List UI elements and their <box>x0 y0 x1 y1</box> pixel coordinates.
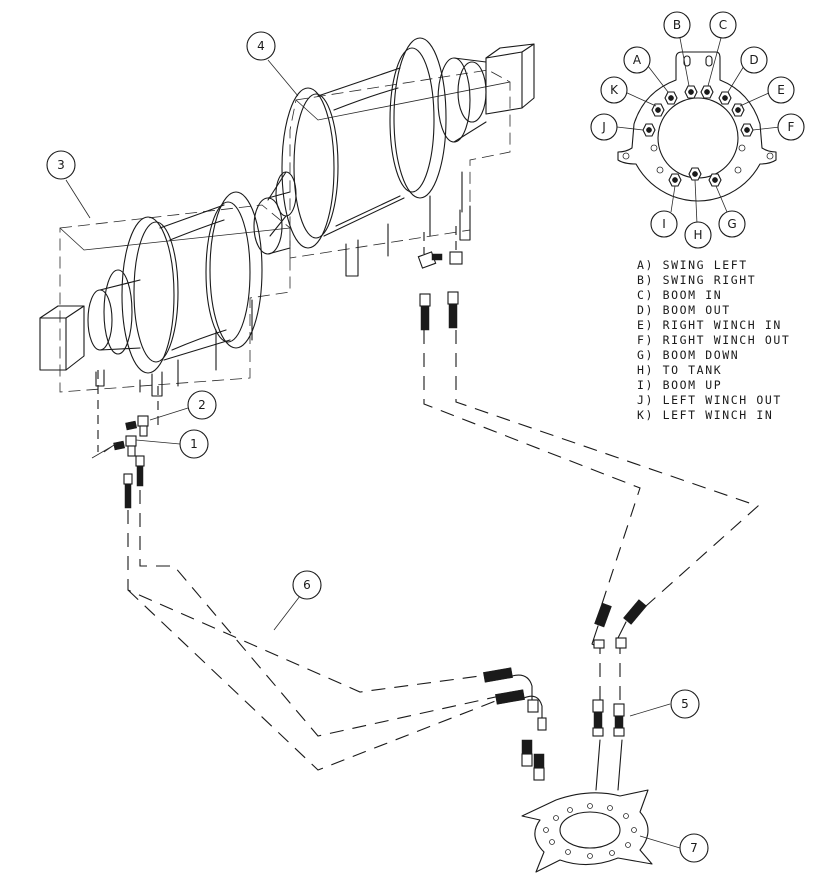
callout-1: 1 <box>179 429 209 459</box>
port-detail-plate: A B C D E F G H I J K <box>590 11 805 249</box>
svg-text:4: 4 <box>257 39 265 53</box>
svg-text:C: C <box>719 18 727 32</box>
port-bubble-c: C <box>709 11 737 39</box>
svg-text:B: B <box>673 18 681 32</box>
port-legend: A) SWING LEFT B) SWING RIGHT C) BOOM IN … <box>637 258 790 422</box>
svg-text:I: I <box>662 217 666 231</box>
port-bubble-b: B <box>663 11 691 39</box>
right-winch <box>267 37 535 277</box>
port-bubble-k: K <box>600 76 628 104</box>
callout-7: 7 <box>679 833 709 863</box>
port-bubble-e: E <box>767 76 795 104</box>
callout-leaders <box>65 59 681 849</box>
right-fittings <box>417 226 463 331</box>
legend-item-h: H) TO TANK <box>637 363 722 377</box>
svg-text:K: K <box>610 83 619 97</box>
legend-item-f: F) RIGHT WINCH OUT <box>637 333 790 347</box>
callout-3: 3 <box>46 150 76 180</box>
callout-4: 4 <box>246 31 276 61</box>
legend-item-i: I) BOOM UP <box>637 378 722 392</box>
mount-plate <box>521 789 653 873</box>
svg-text:H: H <box>693 228 702 242</box>
hose-routing <box>127 330 760 791</box>
left-winch <box>39 191 291 397</box>
port-bubble-j: J <box>590 113 618 141</box>
svg-text:7: 7 <box>690 841 698 855</box>
callout-5: 5 <box>670 689 700 719</box>
svg-text:F: F <box>788 120 795 134</box>
svg-text:3: 3 <box>57 158 65 172</box>
legend-item-g: G) BOOM DOWN <box>637 348 739 362</box>
legend-item-a: A) SWING LEFT <box>637 258 748 272</box>
legend-item-b: B) SWING RIGHT <box>637 273 756 287</box>
port-bubble-a: A <box>623 46 651 74</box>
left-fittings <box>91 370 159 509</box>
svg-text:A: A <box>633 53 642 67</box>
legend-item-j: J) LEFT WINCH OUT <box>637 393 782 407</box>
port-bubble-h: H <box>684 221 712 249</box>
port-bubble-g: G <box>718 210 746 238</box>
svg-text:D: D <box>749 53 758 67</box>
svg-text:J: J <box>601 120 606 134</box>
legend-item-k: K) LEFT WINCH IN <box>637 408 773 422</box>
legend-item-c: C) BOOM IN <box>637 288 722 302</box>
svg-text:6: 6 <box>303 578 311 592</box>
svg-text:G: G <box>727 217 736 231</box>
port-leaders <box>616 37 781 225</box>
port-bubble-f: F <box>777 113 805 141</box>
svg-text:2: 2 <box>198 398 206 412</box>
svg-text:5: 5 <box>681 697 689 711</box>
callout-6: 6 <box>292 570 322 600</box>
port-bubble-i: I <box>650 210 678 238</box>
svg-text:E: E <box>777 83 785 97</box>
port-fittings <box>642 85 754 187</box>
lower-fittings <box>483 599 647 781</box>
port-bubble-d: D <box>740 46 768 74</box>
svg-text:1: 1 <box>190 437 198 451</box>
legend-item-d: D) BOOM OUT <box>637 303 731 317</box>
callout-2: 2 <box>187 390 217 420</box>
legend-item-e: E) RIGHT WINCH IN <box>637 318 782 332</box>
